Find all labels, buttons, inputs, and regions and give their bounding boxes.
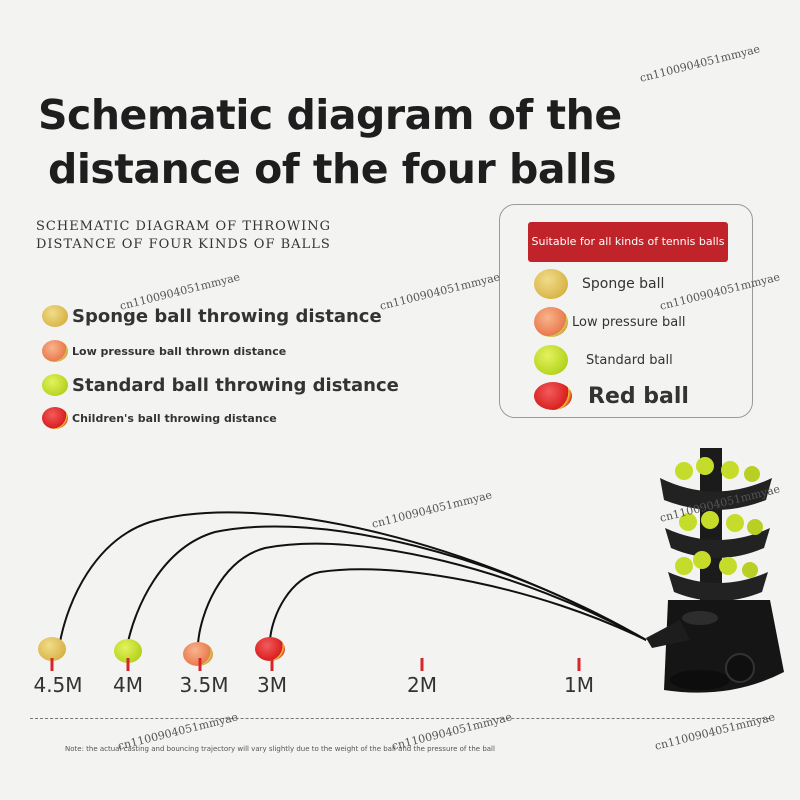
distance-label-4m: 4M bbox=[113, 673, 143, 697]
legend-label: Sponge ball throwing distance bbox=[72, 305, 382, 327]
trajectory-arcs bbox=[59, 511, 647, 645]
title-line-2: distance of the four balls bbox=[48, 145, 617, 193]
legend-label: Low pressure ball thrown distance bbox=[72, 344, 287, 358]
box-header: Suitable for all kinds of tennis balls bbox=[528, 222, 728, 262]
ball-types-box: Suitable for all kinds of tennis balls S… bbox=[499, 204, 753, 418]
distance-label-3-5m: 3.5M bbox=[179, 673, 229, 697]
red-ball-icon bbox=[42, 407, 68, 429]
box-item-label: Low pressure ball bbox=[572, 314, 686, 330]
red-ball-icon bbox=[534, 382, 572, 410]
distance-label-1m: 1M bbox=[564, 673, 594, 697]
distance-tick bbox=[270, 658, 274, 671]
distance-tick bbox=[420, 658, 424, 671]
legend-red: Children's ball throwing distance bbox=[42, 407, 277, 429]
box-item-low-pressure: Low pressure ball bbox=[534, 307, 685, 337]
low-pressure-ball-icon bbox=[534, 307, 568, 337]
box-item-label: Sponge ball bbox=[582, 276, 665, 292]
low-pressure-ball-icon bbox=[42, 340, 68, 362]
ground-dashed-line bbox=[30, 718, 770, 719]
box-item-red: Red ball bbox=[534, 382, 689, 410]
distance-tick bbox=[198, 658, 202, 671]
low-pressure-ball-marker bbox=[183, 642, 213, 666]
trajectory-3m bbox=[269, 568, 647, 641]
subtitle-line-2: DISTANCE OF FOUR KINDS OF BALLS bbox=[36, 237, 331, 252]
box-item-sponge: Sponge ball bbox=[534, 269, 664, 299]
sponge-ball-icon bbox=[42, 305, 68, 327]
legend-low-pressure: Low pressure ball thrown distance bbox=[42, 340, 286, 362]
box-item-label: Standard ball bbox=[586, 352, 673, 368]
subtitle-line-1: SCHEMATIC DIAGRAM OF THROWING bbox=[36, 219, 332, 234]
distance-label-3m: 3M bbox=[257, 673, 287, 697]
distance-tick bbox=[577, 658, 581, 671]
legend-label: Children's ball throwing distance bbox=[72, 411, 277, 425]
sponge-ball-marker bbox=[38, 637, 66, 661]
legend-label: Standard ball throwing distance bbox=[72, 374, 399, 396]
trajectory-4m bbox=[127, 525, 647, 643]
box-item-standard: Standard ball bbox=[534, 345, 673, 375]
standard-ball-icon bbox=[42, 374, 68, 396]
legend-sponge: Sponge ball throwing distance bbox=[42, 305, 382, 327]
footnote: Note: the actual casting and bouncing tr… bbox=[65, 745, 495, 753]
subtitle: SCHEMATIC DIAGRAM OF THROWING DISTANCE O… bbox=[36, 218, 331, 254]
distance-label-4-5m: 4.5M bbox=[33, 673, 83, 697]
box-item-label: Red ball bbox=[588, 383, 689, 409]
sponge-ball-icon bbox=[534, 269, 568, 299]
page-title: Schematic diagram of the distance of the… bbox=[38, 88, 658, 196]
legend-standard: Standard ball throwing distance bbox=[42, 374, 399, 396]
red-ball-marker bbox=[255, 637, 285, 661]
trajectory-4-5m bbox=[59, 511, 647, 643]
distance-tick bbox=[126, 658, 130, 671]
title-line-1: Schematic diagram of the bbox=[38, 91, 622, 139]
standard-ball-icon bbox=[534, 345, 568, 375]
trajectory-3-5m bbox=[197, 542, 647, 645]
distance-label-2m: 2M bbox=[407, 673, 437, 697]
distance-tick bbox=[50, 658, 54, 671]
ball-machine-icon bbox=[646, 448, 784, 693]
